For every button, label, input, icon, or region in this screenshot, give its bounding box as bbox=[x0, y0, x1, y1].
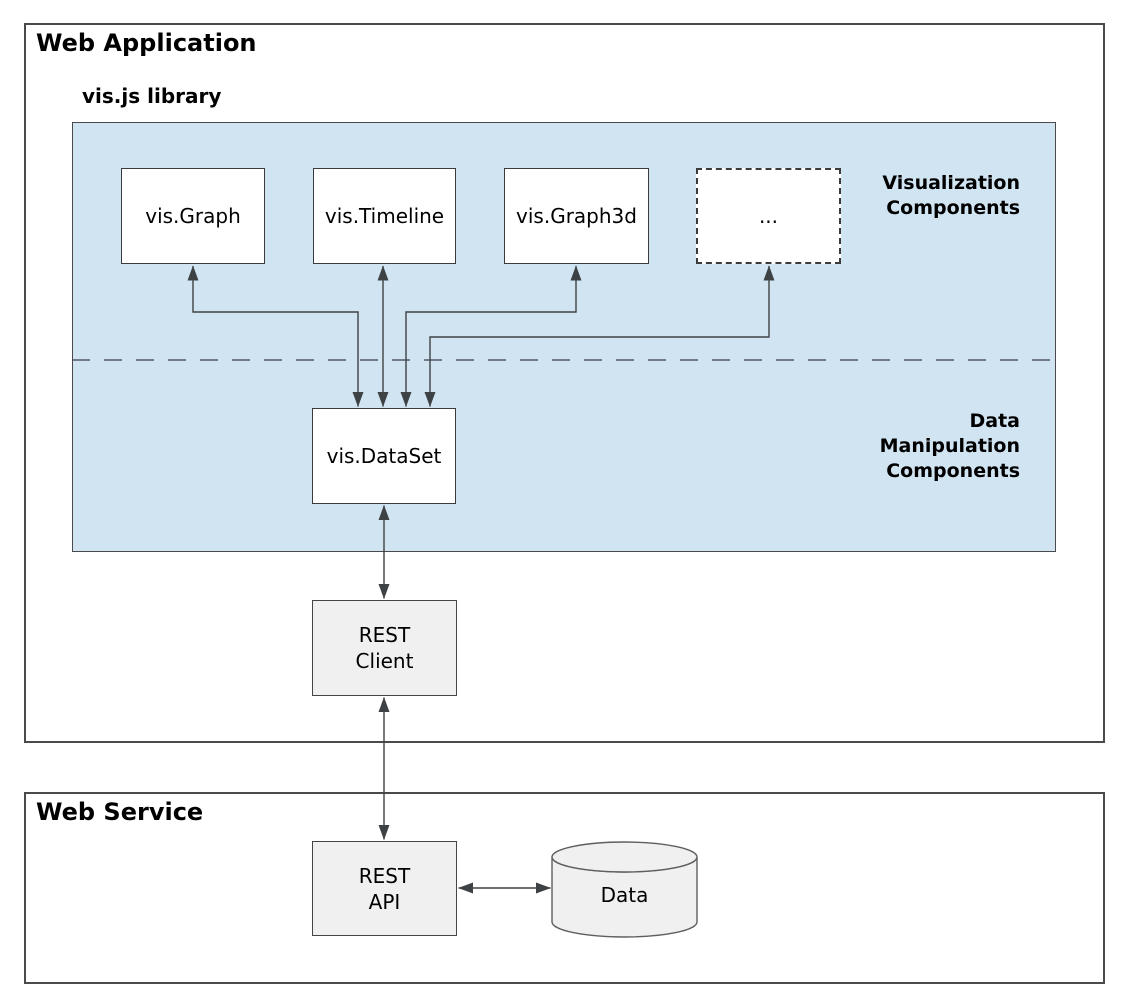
component-box-vis-graph: vis.Graph bbox=[121, 168, 265, 264]
visualization-components-label: Visualization Components bbox=[882, 172, 1020, 219]
visjs-library-title: vis.js library bbox=[82, 84, 222, 108]
component-box-ellipsis: ... bbox=[696, 168, 841, 264]
datastore-label: Data bbox=[600, 883, 649, 907]
rest-client-box: REST Client bbox=[312, 600, 457, 696]
component-label: ... bbox=[758, 204, 779, 228]
dataset-label: vis.DataSet bbox=[326, 444, 442, 468]
web-service-title: Web Service bbox=[36, 798, 204, 826]
component-label: vis.Timeline bbox=[324, 204, 445, 228]
component-box-vis-timeline: vis.Timeline bbox=[313, 168, 456, 264]
component-box-vis-graph3d: vis.Graph3d bbox=[504, 168, 649, 264]
web-application-title: Web Application bbox=[36, 29, 257, 57]
rest-api-box: REST API bbox=[312, 841, 457, 936]
component-label: vis.Graph3d bbox=[516, 204, 637, 228]
dataset-box: vis.DataSet bbox=[312, 408, 456, 504]
data-manipulation-components-label: Data Manipulation Components bbox=[879, 410, 1020, 482]
component-label: vis.Graph bbox=[145, 204, 241, 228]
